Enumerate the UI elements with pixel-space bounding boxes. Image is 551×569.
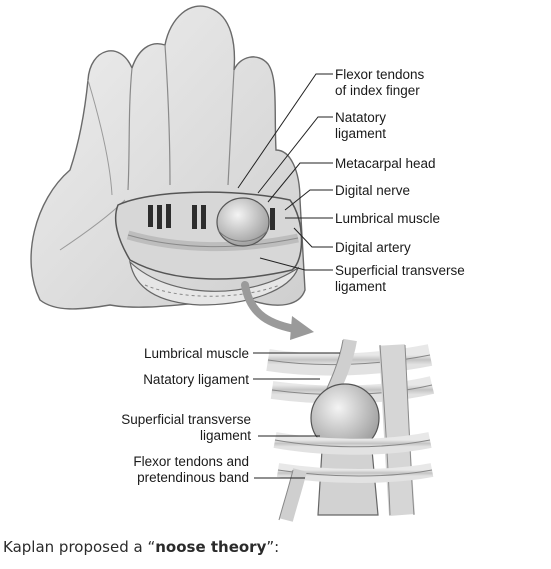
hand-leader-lines (237, 73, 333, 271)
caption-bold-term: noose theory (155, 538, 267, 556)
caption-prefix: Kaplan proposed a “ (3, 538, 156, 556)
detail-labels: Lumbrical muscle Natatory ligament Super… (121, 346, 251, 485)
label-digital-artery: Digital artery (335, 240, 411, 255)
label-lumbrical-muscle: Lumbrical muscle (335, 211, 440, 226)
label-metacarpal-head: Metacarpal head (335, 156, 436, 171)
metacarpal-head-shape (216, 197, 270, 247)
detail-leader-lines (253, 352, 340, 479)
detail-illustration (266, 338, 435, 522)
detail-label-lumbrical-muscle: Lumbrical muscle (144, 346, 249, 361)
hand-illustration (30, 5, 314, 340)
caption-suffix: ”: (266, 538, 280, 556)
caption-text: Kaplan proposed a “noose theory”: (3, 538, 279, 556)
label-digital-nerve: Digital nerve (335, 183, 410, 198)
detail-label-natatory-ligament: Natatory ligament (143, 372, 249, 387)
